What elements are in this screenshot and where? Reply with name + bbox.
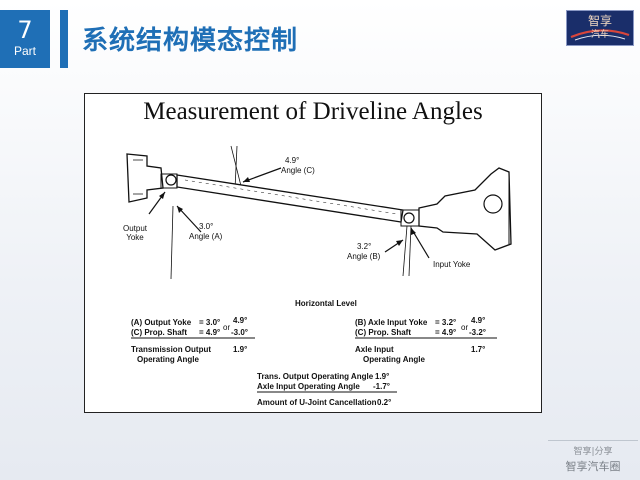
left-row1-eq: = 3.0° xyxy=(199,318,221,327)
left-row2-label: (C) Prop. Shaft xyxy=(131,328,187,337)
angle-c-pointer xyxy=(242,167,282,183)
driveline-diagram xyxy=(126,145,512,393)
angle-c-arrowhead xyxy=(243,177,250,182)
angle-b-name: Angle (B) xyxy=(347,252,381,261)
transmission-detail xyxy=(133,159,143,195)
input-yoke-arrowhead xyxy=(411,228,416,235)
left-or: or xyxy=(223,323,231,332)
angle-a-value: 3.0° xyxy=(199,222,214,231)
angle-c-slant-line xyxy=(230,145,243,191)
axle-housing xyxy=(418,167,512,251)
footer-brand: 智享汽车圈 xyxy=(565,460,621,473)
part-label: Part xyxy=(13,44,36,58)
left-row1-label: (A) Output Yoke xyxy=(131,318,192,327)
output-yoke-joint xyxy=(165,174,177,186)
angle-c-name: Angle (C) xyxy=(281,166,315,175)
output-yoke-label: Output Yoke xyxy=(122,224,147,242)
right-row1-eq: = 3.2° xyxy=(435,318,457,327)
part-badge: 7 Part xyxy=(0,10,50,68)
angle-c-value: 4.9° xyxy=(285,156,300,165)
shaft-centerline xyxy=(184,179,398,215)
footer-tagline: 智享|分享 xyxy=(573,447,613,457)
left-result-label-2: Operating Angle xyxy=(137,355,199,364)
right-vertical-line xyxy=(408,225,412,277)
bottom-row1-label: Trans. Output Operating Angle xyxy=(257,372,374,381)
figure-title: Measurement of Driveline Angles xyxy=(143,98,483,125)
bottom-result-label: Amount of U-Joint Cancellation xyxy=(257,398,377,407)
angle-a-name: Angle (A) xyxy=(189,232,223,241)
propeller-shaft xyxy=(176,174,404,223)
left-alt-bottom: -3.0° xyxy=(231,328,248,337)
bottom-row2-label: Axle Input Operating Angle xyxy=(257,382,360,391)
part-number: 7 xyxy=(17,16,33,44)
left-vertical-line xyxy=(170,205,174,280)
transmission-housing xyxy=(126,153,164,203)
output-yoke-arrowhead xyxy=(159,192,165,199)
right-result-value: 1.7° xyxy=(471,345,486,354)
right-row2-label: (C) Prop. Shaft xyxy=(355,328,411,337)
right-row1-label: (B) Axle Input Yoke xyxy=(355,318,428,327)
bottom-row2-value: -1.7° xyxy=(373,382,390,391)
right-or: or xyxy=(461,323,469,332)
slide-title: 系统结构模态控制 xyxy=(82,26,299,56)
axle-center-circle xyxy=(483,194,503,214)
angle-b-value: 3.2° xyxy=(357,242,372,251)
input-yoke-joint xyxy=(403,212,415,224)
left-row2-eq: = 4.9° xyxy=(199,328,221,337)
input-yoke-label: Input Yoke xyxy=(433,260,471,269)
angle-a-arrowhead xyxy=(177,206,183,213)
logo-text: 智享 汽车 xyxy=(571,15,629,41)
right-row2-eq: = 4.9° xyxy=(435,328,457,337)
left-alt-top: 4.9° xyxy=(233,316,248,325)
bottom-row1-value: 1.9° xyxy=(375,372,390,381)
right-result-label-1: Axle Input xyxy=(355,345,394,354)
title-accent-bar xyxy=(60,10,68,68)
right-alt-top: 4.9° xyxy=(471,316,486,325)
bottom-result-value: 0.2° xyxy=(377,398,392,407)
right-result-label-2: Operating Angle xyxy=(363,355,425,364)
footer-divider xyxy=(548,440,638,441)
logo-text-top: 智享 xyxy=(587,14,612,28)
left-result-value: 1.9° xyxy=(233,345,248,354)
horizontal-level-label: Horizontal Level xyxy=(295,299,357,308)
angle-b-arrowhead xyxy=(396,240,403,246)
logo-text-bottom: 汽车 xyxy=(590,30,609,40)
angle-b-slant-line xyxy=(402,225,408,277)
left-result-label-1: Transmission Output xyxy=(131,345,212,354)
driveline-figure: Measurement of Driveline Angles 4.9° Ang… xyxy=(84,93,542,413)
right-alt-bottom: -3.2° xyxy=(469,328,486,337)
brand-logo: 智享 汽车 xyxy=(566,10,634,46)
output-yoke-body xyxy=(160,173,178,189)
logo-swoosh-icon xyxy=(570,29,630,41)
